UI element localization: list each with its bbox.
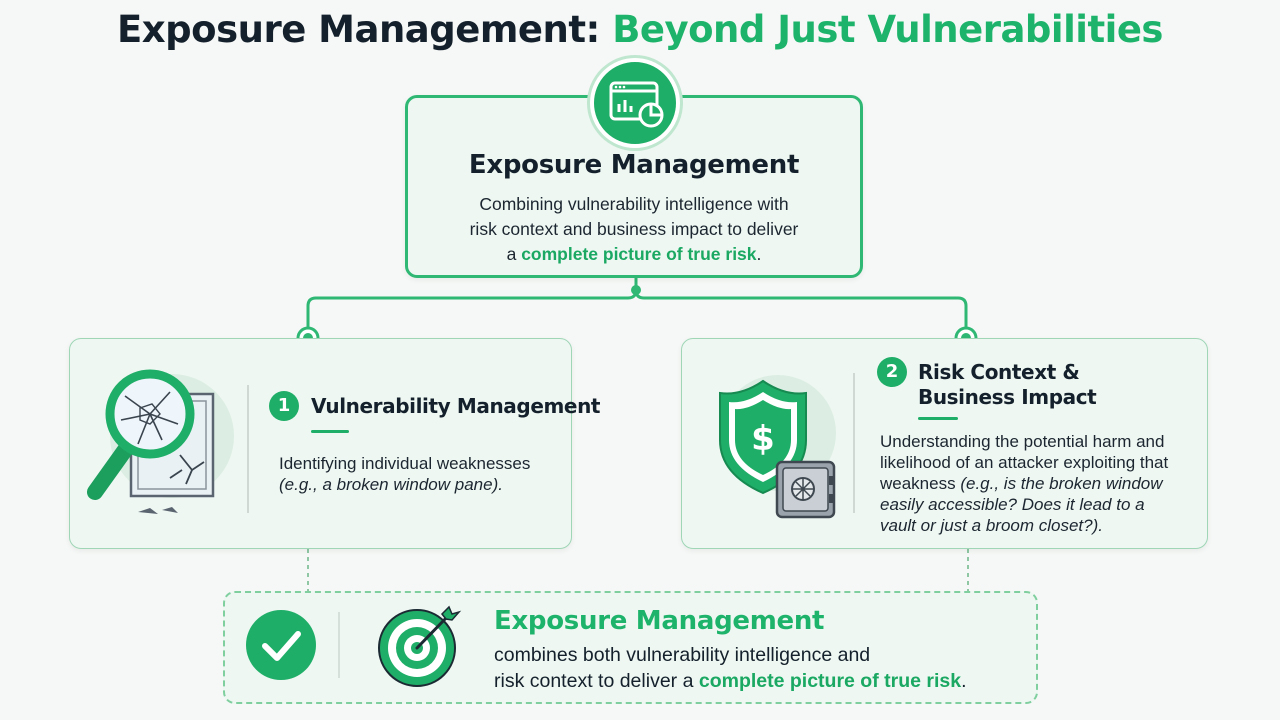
top-heading: Exposure Management [468,150,800,180]
top-desc-highlight: complete picture of true risk [521,244,757,264]
top-desc-suffix: . [756,244,762,264]
right-divider [853,373,855,513]
step-number-2: 2 [877,357,907,387]
top-description: Combining vulnerability intelligence wit… [440,192,828,267]
left-description: Identifying individual weaknesses (e.g.,… [279,453,559,495]
top-desc-line-3: a complete picture of true risk. [440,242,828,267]
left-heading: Vulnerability Management [311,394,601,418]
left-desc-line-2: (e.g., a broken window pane). [279,475,503,494]
right-heading: Risk Context & Business Impact [918,360,1097,410]
summary-desc-prefix: risk context to deliver a [494,670,699,692]
right-desc-line-1: Understanding the potential harm and [880,432,1165,451]
dashboard-chart-icon [590,58,680,148]
top-desc-line-2: risk context and business impact to deli… [469,219,799,239]
step-number-1: 1 [269,391,299,421]
summary-desc-suffix: . [961,670,967,692]
right-desc-line-4: easily accessible? Does it lead to a [880,495,1145,514]
vulnerability-management-card [69,338,572,549]
title-part-2: Beyond Just Vulnerabilities [612,8,1163,51]
right-desc-line-3: (e.g., is the broken window [960,474,1163,493]
left-heading-underline [311,430,349,433]
summary-description: combines both vulnerability intelligence… [494,642,1024,694]
right-heading-underline [918,417,958,420]
right-heading-line-1: Risk Context & [918,360,1080,384]
summary-desc-line-2: risk context to deliver a complete pictu… [494,668,1024,694]
right-heading-line-2: Business Impact [918,385,1097,409]
summary-desc-highlight: complete picture of true risk [698,670,962,692]
top-desc-line-1: Combining vulnerability intelligence wit… [479,194,789,214]
left-divider [247,385,249,513]
summary-heading: Exposure Management [494,606,825,636]
right-desc-line-3-prefix: weakness [880,474,961,493]
right-description: Understanding the potential harm and lik… [880,431,1200,536]
right-desc-line-5: vault or just a broom closet?). [880,516,1103,535]
left-desc-line-1: Identifying individual weaknesses [279,454,531,473]
top-desc-prefix: a [506,244,522,264]
title-part-1: Exposure Management: [117,8,613,51]
summary-desc-line-1: combines both vulnerability intelligence… [494,644,871,666]
page-title: Exposure Management: Beyond Just Vulnera… [0,6,1280,54]
summary-card [223,591,1038,704]
right-desc-line-2: likelihood of an attacker exploiting tha… [880,453,1169,472]
